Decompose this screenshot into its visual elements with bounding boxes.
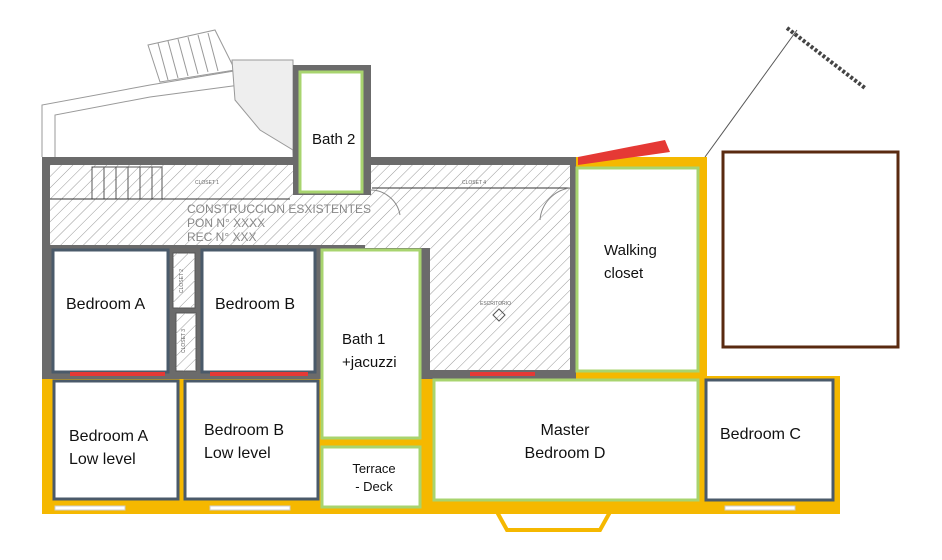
bedroom-a-label: Bedroom A <box>66 296 146 313</box>
bedroom-c-label: Bedroom C <box>720 426 801 443</box>
exterior-stairs <box>147 29 236 83</box>
bath2-room <box>298 70 364 194</box>
master-room <box>432 378 700 502</box>
master-line1: Master <box>540 422 590 439</box>
terrace-line1: Terrace <box>352 461 396 476</box>
landing-dotted <box>231 59 294 151</box>
bath1-line1: Bath 1 <box>342 331 386 348</box>
windows <box>70 372 535 376</box>
annex-box <box>721 150 900 349</box>
interior-stairs <box>91 166 163 200</box>
note-line1: CONSTRUCCION ESXISTENTES <box>187 202 372 216</box>
escritorio-label: ESCRITORIO <box>480 301 512 307</box>
bath1-line2: +jacuzzi <box>342 354 397 371</box>
bay-window <box>495 511 612 532</box>
bedroom-a-low-label: Bedroom A Low level <box>69 425 148 471</box>
closet2-label: CLOSET 2 <box>179 268 186 294</box>
closet3-label: CLOSET 3 <box>181 328 188 354</box>
bedroom-a-low-line1: Bedroom A <box>69 428 149 445</box>
bedroom-b-low-line2: Low level <box>204 445 271 462</box>
master-line2: Bedroom D <box>524 445 606 462</box>
gate <box>785 26 867 90</box>
walking-closet-label: Walking closet <box>604 239 657 285</box>
bedroom-a-low-line2: Low level <box>69 451 136 468</box>
bedroom-b-low-label: Bedroom B Low level <box>204 419 284 465</box>
bath2-label: Bath 2 <box>312 131 356 148</box>
walking-closet-line2: closet <box>604 265 644 282</box>
bath1-room <box>320 248 422 440</box>
note-line3: REC N° XXX <box>187 230 257 244</box>
bedroom-b-low-room <box>183 379 320 501</box>
terrace-room <box>320 445 422 509</box>
note-line2: PON N° XXXX <box>187 216 266 230</box>
bath1-label: Bath 1 +jacuzzi <box>342 328 397 374</box>
bedroom-b-room <box>200 248 317 374</box>
bedroom-b-low-line1: Bedroom B <box>204 422 285 439</box>
walking-closet-room <box>575 166 700 373</box>
bedroom-a-low-room <box>52 379 180 501</box>
walking-closet-line1: Walking <box>604 242 657 259</box>
bedroom-b-label: Bedroom B <box>215 296 296 313</box>
closet1-label: CLOSET 1 <box>195 180 220 186</box>
terrace-label: Terrace - Deck <box>334 460 414 496</box>
bedroom-c-room <box>704 378 835 502</box>
closet4-label: CLOSET 4 <box>462 180 487 186</box>
terrace-line2: - Deck <box>355 479 393 494</box>
demolition-bar <box>578 140 670 165</box>
